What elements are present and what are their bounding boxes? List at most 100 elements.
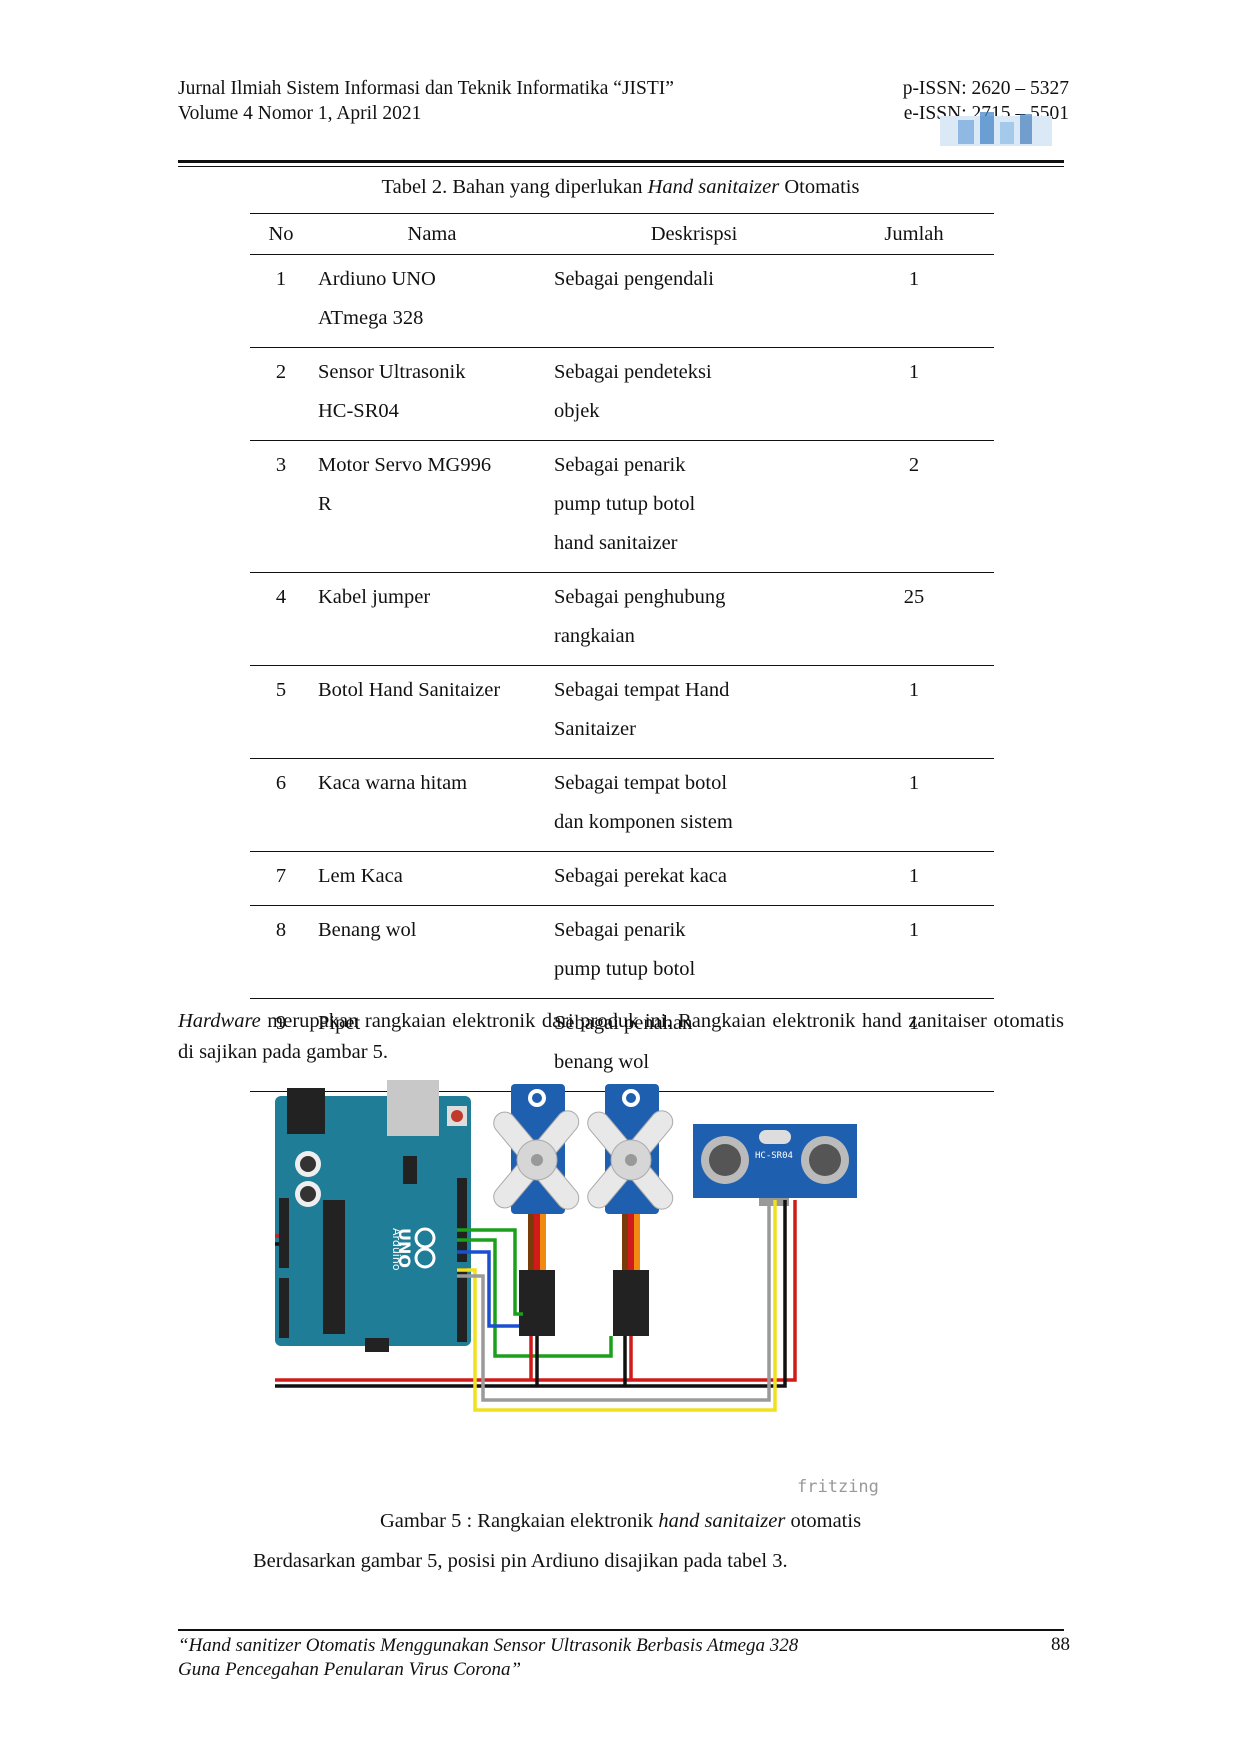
- footer-line-1: “Hand sanitizer Otomatis Menggunakan Sen…: [178, 1635, 799, 1656]
- cell-deskripsi: Sebagai tempat botol dan komponen sistem: [546, 758, 834, 852]
- cell-jumlah: 1: [834, 254, 994, 348]
- cell-deskripsi: Sebagai penarik pump tutup botol hand sani…: [546, 440, 834, 573]
- table-row: 7 Lem Kaca Sebagai perekat kaca 1: [250, 851, 994, 906]
- cell-nama-line: Kabel jumper: [318, 586, 431, 608]
- cell-nama: Pipet: [312, 998, 546, 1092]
- cell-deskripsi-line: Sebagai perekat kaca: [554, 865, 728, 887]
- cell-no: 7: [250, 851, 312, 906]
- cell-nama-line: Motor Servo MG996: [318, 454, 492, 476]
- circuit-figure: Arduino UNO: [275, 1080, 879, 1497]
- cell-jumlah: 1: [834, 665, 994, 759]
- sensor-label: HC-SR04: [755, 1151, 793, 1161]
- cell-deskripsi-line: Sebagai pendeteksi: [554, 361, 712, 383]
- cell-nama-line: Ardiuno UNO: [318, 268, 436, 290]
- page-number: 88: [1051, 1634, 1070, 1655]
- table-row: 5 Botol Hand Sanitaizer Sebagai tempat Han…: [250, 665, 994, 759]
- table-row: 1 Ardiuno UNO ATmega 328 Sebagai pengendali…: [250, 254, 994, 348]
- cell-deskripsi-line: Sebagai penghubung: [554, 586, 726, 608]
- cell-nama-line: Botol Hand Sanitaizer: [318, 679, 501, 701]
- header-rule-thin: [178, 166, 1064, 167]
- figure-caption: Gambar 5 : Rangkaian elektronik hand san…: [379, 1510, 862, 1532]
- cell-deskripsi-line: Sebagai pengendali: [554, 268, 714, 290]
- cell-nama-line: Benang wol: [318, 919, 417, 941]
- cell-jumlah: 1: [834, 758, 994, 852]
- header-jumlah: Jumlah: [834, 213, 994, 255]
- journal-logo: [940, 112, 1052, 146]
- table-row: 4 Kabel jumper Sebagai penghubung rangkaian…: [250, 572, 994, 666]
- cell-nama-line: HC-SR04: [318, 400, 399, 422]
- body-paragraph: Hardware merupakan rangkaian elektronik …: [178, 1010, 1064, 1063]
- cell-deskripsi: Sebagai perekat kaca: [546, 851, 834, 906]
- cell-deskripsi-line: Sebagai penarik: [554, 454, 686, 476]
- cell-deskripsi-line: hand sanitaizer: [554, 532, 678, 554]
- cell-no: 3: [250, 440, 312, 573]
- cell-nama: Botol Hand Sanitaizer: [312, 665, 546, 759]
- cell-deskripsi-line: benang wol: [554, 1051, 650, 1073]
- cell-no: 4: [250, 572, 312, 666]
- arduino-label: Arduino: [390, 1228, 403, 1271]
- cell-nama: Lem Kaca: [312, 851, 546, 906]
- cell-nama: Kaca warna hitam: [312, 758, 546, 852]
- footer-title: “Hand sanitizer Otomatis Menggunakan Sen…: [178, 1634, 798, 1682]
- cell-nama: Benang wol: [312, 905, 546, 999]
- servo-motor-1: [493, 1084, 580, 1336]
- cell-nama: Kabel jumper: [312, 572, 546, 666]
- cell-nama-line: Kaca warna hitam: [318, 772, 468, 794]
- cell-jumlah: 25: [834, 572, 994, 666]
- cell-deskripsi: Sebagai penarik pump tutup botol: [546, 905, 834, 999]
- cell-jumlah: 1: [834, 905, 994, 999]
- table-row: 8 Benang wol Sebagai penarik pump tutup bot…: [250, 905, 994, 999]
- cell-deskripsi-line: dan komponen sistem: [554, 811, 733, 833]
- ultrasonic-sensor: HC-SR04: [693, 1124, 857, 1206]
- cell-no: 6: [250, 758, 312, 852]
- uno-label: UNO: [395, 1228, 414, 1268]
- cell-no: 5: [250, 665, 312, 759]
- materials-table: No Nama Deskrispsi Jumlah 1 Ardiuno UNO AT…: [250, 213, 994, 1092]
- servo-motor-2: [587, 1084, 674, 1336]
- cell-jumlah: 1: [834, 851, 994, 906]
- cell-deskripsi-line: rangkaian: [554, 625, 635, 647]
- cell-nama-line: Lem Kaca: [318, 865, 403, 887]
- pissn: p-ISSN: 2620 – 5327: [902, 78, 1069, 99]
- cell-nama-line: Pipet: [318, 1012, 361, 1034]
- cell-deskripsi-line: Sebagai tempat botol: [554, 772, 728, 794]
- table-header-row: No Nama Deskrispsi Jumlah: [250, 213, 994, 255]
- header-no: No: [250, 213, 312, 255]
- cell-deskripsi-line: Sebagai penarik: [554, 919, 686, 941]
- cell-no: 2: [250, 347, 312, 441]
- header-rule: [178, 160, 1064, 163]
- journal-header: Jurnal Ilmiah Sistem Informasi dan Tekni…: [178, 76, 674, 126]
- cell-jumlah: 2: [834, 440, 994, 573]
- cell-no: 1: [250, 254, 312, 348]
- header-nama: Nama: [312, 213, 546, 255]
- table-row: 6 Kaca warna hitam Sebagai tempat botol dan…: [250, 758, 994, 852]
- cell-jumlah: 1: [834, 998, 994, 1092]
- body-paragraph-2: Berdasarkan gambar 5, posisi pin Ardiuno…: [253, 1550, 788, 1572]
- cell-deskripsi-line: Sanitaizer: [554, 718, 636, 740]
- cell-deskripsi-line: Sebagai tempat Hand: [554, 679, 730, 701]
- header-deskripsi: Deskrispsi: [546, 213, 834, 255]
- footer-line-2: Guna Pencegahan Penularan Virus Corona”: [178, 1659, 522, 1680]
- cell-jumlah: 1: [834, 347, 994, 441]
- cell-nama-line: ATmega 328: [318, 307, 424, 329]
- cell-no: 8: [250, 905, 312, 999]
- jumper-wires: [275, 1200, 797, 1412]
- cell-deskripsi: Sebagai pendeteksi objek: [546, 347, 834, 441]
- journal-volume: Volume 4 Nomor 1, April 2021: [178, 103, 422, 124]
- cell-deskripsi-line: pump tutup botol: [554, 493, 696, 515]
- cell-deskripsi-line: pump tutup botol: [554, 958, 696, 980]
- cell-deskripsi: Sebagai pengendali: [546, 254, 834, 348]
- cell-nama: Ardiuno UNO ATmega 328: [312, 254, 546, 348]
- journal-title: Jurnal Ilmiah Sistem Informasi dan Tekni…: [178, 78, 674, 99]
- cell-nama-line: Sensor Ultrasonik: [318, 361, 466, 383]
- table-caption: Tabel 2. Bahan yang diperlukan Hand sani…: [381, 176, 860, 198]
- cell-deskripsi-line: objek: [554, 400, 600, 422]
- cell-no: 9: [250, 998, 312, 1092]
